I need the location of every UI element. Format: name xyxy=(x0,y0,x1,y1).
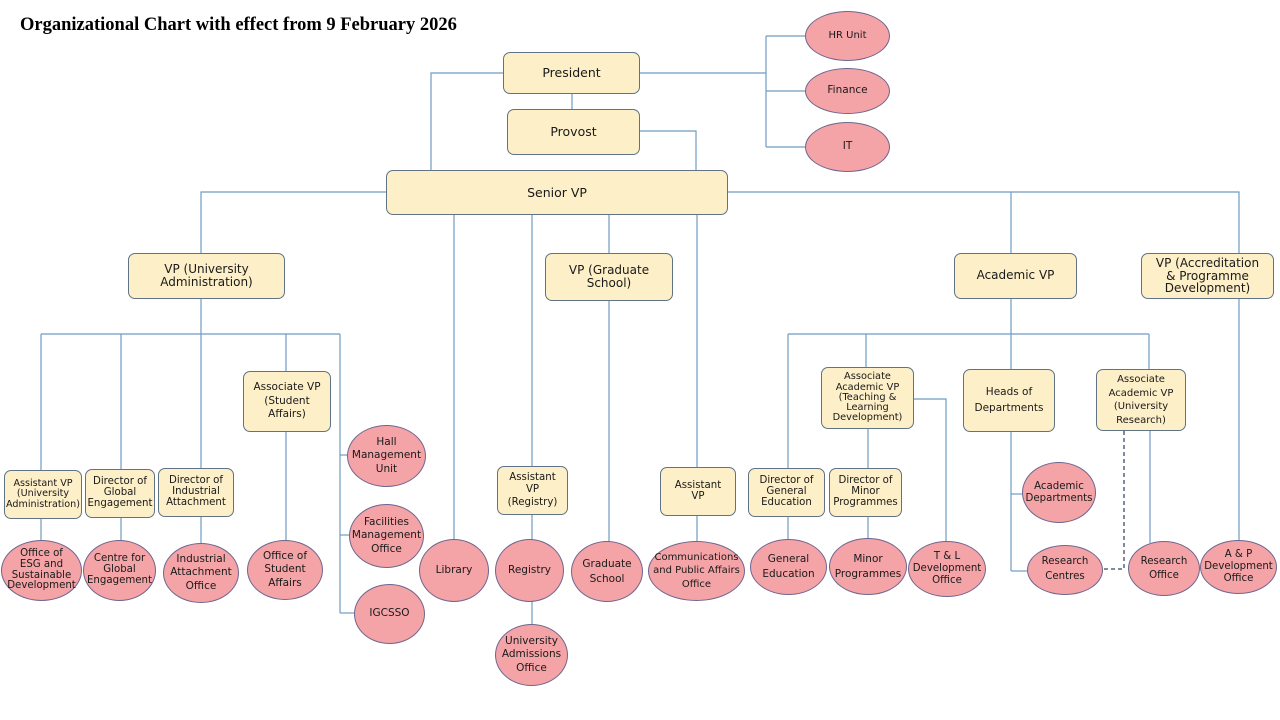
unit-ap-development-office[interactable]: A & P Development Office xyxy=(1200,540,1277,594)
position-assistant-vp-registry[interactable]: Assistant VP (Registry) xyxy=(497,466,568,515)
unit-office-student-affairs[interactable]: Office of Student Affairs xyxy=(247,540,323,600)
unit-label: Industrial Attachment Office xyxy=(170,552,232,592)
position-label: VP (University Administration) xyxy=(160,261,253,289)
position-label: Assistant VP xyxy=(674,479,722,502)
position-director-industrial-attachment[interactable]: Director of Industrial Attachment xyxy=(158,468,234,517)
unit-label: Hall Management Unit xyxy=(351,436,422,475)
unit-label: Minor Programmes xyxy=(834,553,902,580)
position-label: Director of Minor Programmes xyxy=(833,475,898,508)
unit-general-education[interactable]: General Education xyxy=(750,539,827,595)
unit-graduate-school[interactable]: Graduate School xyxy=(571,541,643,602)
unit-label: HR Unit xyxy=(828,30,867,42)
connector-tld-tloffice xyxy=(914,398,947,543)
position-label: Associate VP (Student Affairs) xyxy=(253,381,321,421)
unit-minor-programmes[interactable]: Minor Programmes xyxy=(829,538,907,595)
unit-label: General Education xyxy=(762,553,815,580)
unit-communications-office[interactable]: Communications and Public Affairs Office xyxy=(648,541,745,601)
unit-finance[interactable]: Finance xyxy=(805,68,890,114)
position-label: VP (Graduate School) xyxy=(568,262,650,290)
unit-label: University Admissions Office xyxy=(501,635,562,674)
position-provost[interactable]: Provost xyxy=(507,109,640,155)
unit-hr[interactable]: HR Unit xyxy=(805,11,890,61)
position-label: VP (Accreditation & Programme Developmen… xyxy=(1155,256,1260,296)
unit-registry[interactable]: Registry xyxy=(495,539,564,602)
position-director-minor-programmes[interactable]: Director of Minor Programmes xyxy=(829,468,902,517)
position-label: President xyxy=(542,65,601,80)
position-heads-of-departments[interactable]: Heads of Departments xyxy=(963,369,1055,432)
position-assistant-vp-univ-admin[interactable]: Assistant VP (University Administration) xyxy=(4,470,82,519)
position-associate-academic-vp-tld[interactable]: Associate Academic VP (Teaching & Learni… xyxy=(821,367,914,429)
connector-president-seniorvp xyxy=(430,72,503,171)
unit-research-centres[interactable]: Research Centres xyxy=(1027,545,1103,595)
position-label: Academic VP xyxy=(976,268,1055,283)
unit-label: Communications and Public Affairs Office xyxy=(653,551,740,590)
position-label: Associate Academic VP (University Resear… xyxy=(1108,374,1174,426)
position-label: Provost xyxy=(550,124,597,139)
position-senior-vp[interactable]: Senior VP xyxy=(386,170,728,215)
position-label: Associate Academic VP (Teaching & Learni… xyxy=(832,371,903,424)
connector-senior-bus-left xyxy=(200,191,387,254)
unit-label: Graduate School xyxy=(582,558,632,585)
position-vp-graduate-school[interactable]: VP (Graduate School) xyxy=(545,253,673,301)
unit-label: Office of ESG and Sustainable Developmen… xyxy=(7,548,76,592)
position-label: Assistant VP (University Administration) xyxy=(6,478,80,510)
position-vp-accreditation[interactable]: VP (Accreditation & Programme Developmen… xyxy=(1141,253,1274,299)
position-academic-vp[interactable]: Academic VP xyxy=(954,253,1077,299)
unit-label: Research Centres xyxy=(1041,556,1089,582)
unit-label: T & L Development Office xyxy=(912,550,982,587)
position-vp-university-administration[interactable]: VP (University Administration) xyxy=(128,253,285,299)
unit-facilities-management[interactable]: Facilities Management Office xyxy=(349,504,424,568)
unit-label: Facilities Management Office xyxy=(351,516,422,555)
unit-it[interactable]: IT xyxy=(805,122,890,172)
position-label: Assistant VP (Registry) xyxy=(507,472,558,508)
unit-tl-development-office[interactable]: T & L Development Office xyxy=(908,541,986,597)
position-associate-academic-vp-research[interactable]: Associate Academic VP (University Resear… xyxy=(1096,369,1186,431)
unit-igcsso[interactable]: IGCSSO xyxy=(354,584,425,644)
unit-label: Centre for Global Engagement xyxy=(87,553,152,586)
position-assistant-vp[interactable]: Assistant VP xyxy=(660,467,736,516)
chart-title: Organizational Chart with effect from 9 … xyxy=(20,15,457,35)
unit-office-esg[interactable]: Office of ESG and Sustainable Developmen… xyxy=(1,540,82,601)
unit-label: Registry xyxy=(508,563,551,576)
unit-centre-global-engagement[interactable]: Centre for Global Engagement xyxy=(83,540,156,601)
unit-label: A & P Development Office xyxy=(1204,548,1273,585)
connector-provost-seniorvp xyxy=(640,130,697,171)
unit-label: Academic Departments xyxy=(1025,480,1093,504)
unit-hall-management[interactable]: Hall Management Unit xyxy=(347,425,426,487)
unit-label: IGCSSO xyxy=(369,607,410,620)
position-associate-vp-student-affairs[interactable]: Associate VP (Student Affairs) xyxy=(243,371,331,432)
unit-label: Finance xyxy=(827,84,868,97)
position-label: Director of Industrial Attachment xyxy=(166,475,226,508)
position-director-general-education[interactable]: Director of General Education xyxy=(748,468,825,517)
position-label: Director of Global Engagement xyxy=(87,476,153,509)
unit-label: Research Office xyxy=(1140,555,1188,581)
position-label: Senior VP xyxy=(527,184,587,200)
connector-senior-bus-right xyxy=(728,191,1240,254)
position-director-global-engagement[interactable]: Director of Global Engagement xyxy=(85,469,155,518)
unit-research-office[interactable]: Research Office xyxy=(1128,541,1200,596)
unit-label: IT xyxy=(842,140,853,153)
position-label: Heads of Departments xyxy=(974,386,1044,414)
dotted-connector-research xyxy=(1103,431,1125,570)
unit-label: Office of Student Affairs xyxy=(262,549,308,589)
unit-industrial-attachment-office[interactable]: Industrial Attachment Office xyxy=(163,543,239,603)
unit-university-admissions[interactable]: University Admissions Office xyxy=(495,624,568,686)
position-label: Director of General Education xyxy=(759,475,814,508)
unit-library[interactable]: Library xyxy=(419,539,489,602)
position-president[interactable]: President xyxy=(503,52,640,94)
unit-academic-departments[interactable]: Academic Departments xyxy=(1022,462,1096,523)
unit-label: Library xyxy=(435,563,473,576)
